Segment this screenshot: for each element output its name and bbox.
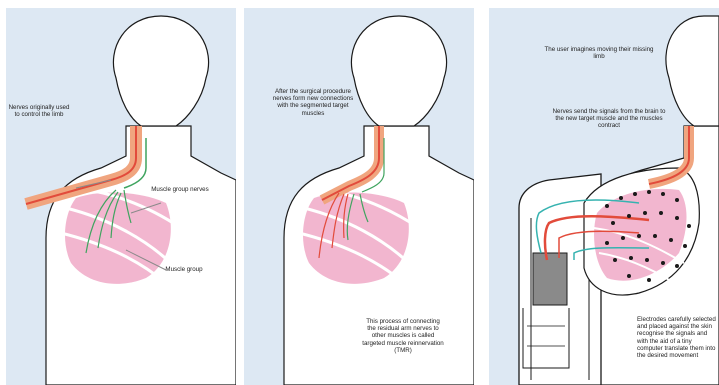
label-muscle-group: Muscle group [154, 266, 214, 273]
label-user-imagines: The user imagines moving their missing l… [539, 46, 659, 60]
panel-1-original-anatomy: Nerves originally used to control the li… [6, 8, 236, 385]
label-after-surgery: After the surgical procedure nerves form… [272, 88, 354, 117]
label-tmr: This process of connecting the residual … [362, 318, 444, 354]
panel-3-prosthesis: The user imagines moving their missing l… [489, 8, 719, 385]
panel-1-illustration [6, 8, 236, 385]
label-nerves-send: Nerves send the signals from the brain t… [549, 108, 669, 130]
prosthetic-battery-unit [533, 253, 567, 305]
label-muscle-group-nerves: Muscle group nerves [151, 186, 209, 193]
panel-2-after-surgery: After the surgical procedure nerves form… [244, 8, 474, 385]
label-nerves-origin: Nerves originally used to control the li… [6, 104, 72, 118]
label-electrodes: Electrodes carefully selected and placed… [637, 316, 717, 359]
